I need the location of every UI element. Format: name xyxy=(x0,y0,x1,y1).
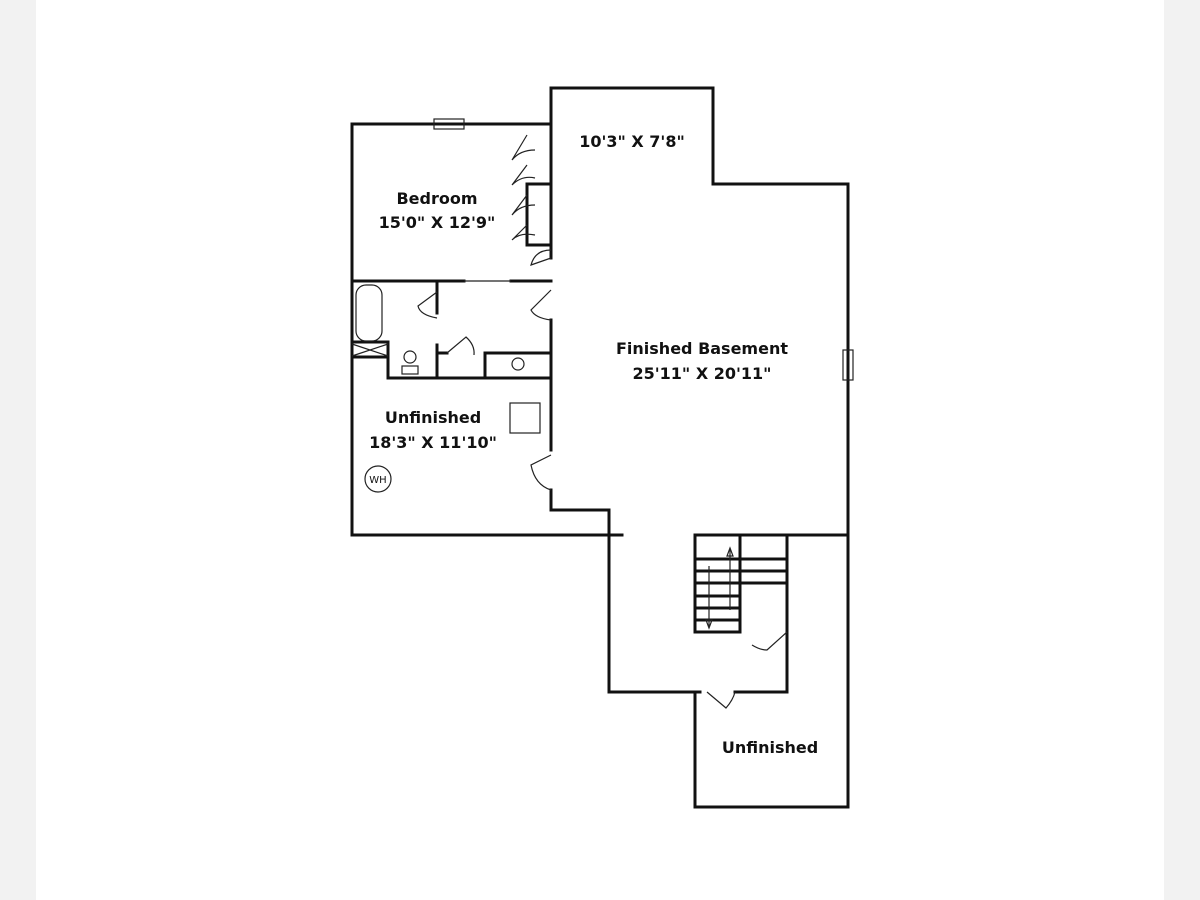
upper-room-size: 10'3" X 7'8" xyxy=(579,132,685,151)
unfinished-left-size: 18'3" X 11'10" xyxy=(369,433,497,452)
doors xyxy=(417,134,788,709)
shower-valve xyxy=(351,343,389,357)
labels: Bedroom 15'0" X 12'9" 10'3" X 7'8" Finis… xyxy=(369,132,818,757)
toilet xyxy=(403,350,417,364)
utility-square xyxy=(509,402,541,434)
water-heater-label: WH xyxy=(369,475,386,486)
fixtures: WH xyxy=(351,118,854,493)
toilet-tank xyxy=(401,365,419,375)
bedroom-size: 15'0" X 12'9" xyxy=(379,213,496,232)
window-right xyxy=(842,349,854,381)
walls xyxy=(350,86,850,809)
stairs xyxy=(693,533,789,634)
water-heater xyxy=(364,465,392,493)
bathtub xyxy=(355,284,383,342)
finished-basement-size: 25'11" X 20'11" xyxy=(632,364,771,383)
bedroom-label: Bedroom xyxy=(396,189,477,208)
sink xyxy=(511,357,525,371)
page-background xyxy=(36,0,1164,900)
finished-basement-label: Finished Basement xyxy=(616,339,788,358)
window-top xyxy=(433,118,465,130)
unfinished-bottom-label: Unfinished xyxy=(722,738,818,757)
unfinished-left-label: Unfinished xyxy=(385,408,481,427)
